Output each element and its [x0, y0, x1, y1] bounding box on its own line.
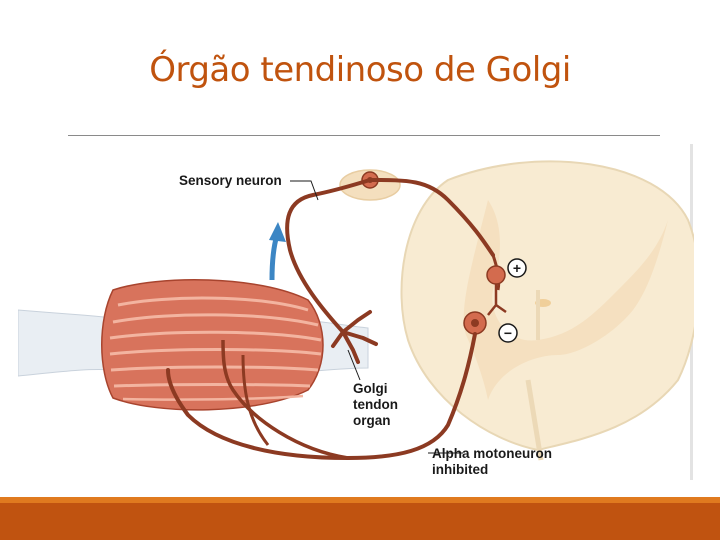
sensory-neuron-fiber — [285, 178, 495, 364]
label-alpha-line2: inhibited — [432, 462, 488, 477]
slide-title: Órgão tendinoso de Golgi — [149, 50, 571, 90]
leader-lines — [290, 180, 463, 454]
alpha-motoneuron — [166, 311, 487, 461]
svg-text:−: − — [504, 325, 512, 341]
inhibitory-symbol: − — [498, 323, 518, 343]
label-golgi-line3: organ — [353, 413, 391, 428]
label-golgi-line2: tendon — [353, 397, 398, 412]
footer-bar — [0, 503, 720, 540]
diagram-svg: + − Sensory neuron Golgi tendon organ Al… — [18, 144, 694, 480]
svg-text:+: + — [513, 260, 521, 276]
excitatory-symbol: + — [507, 258, 527, 278]
title-divider — [68, 135, 660, 136]
footer-accent-line — [0, 497, 720, 503]
signal-direction-arrow — [269, 222, 286, 281]
label-golgi-line1: Golgi — [353, 381, 388, 396]
golgi-tendon-diagram: + − Sensory neuron Golgi tendon organ Al… — [18, 140, 694, 485]
label-alpha-line1: Alpha motoneuron — [432, 446, 552, 461]
label-sensory-neuron: Sensory neuron — [179, 173, 282, 188]
spinal-cord — [400, 160, 694, 461]
interneuron — [486, 254, 507, 316]
